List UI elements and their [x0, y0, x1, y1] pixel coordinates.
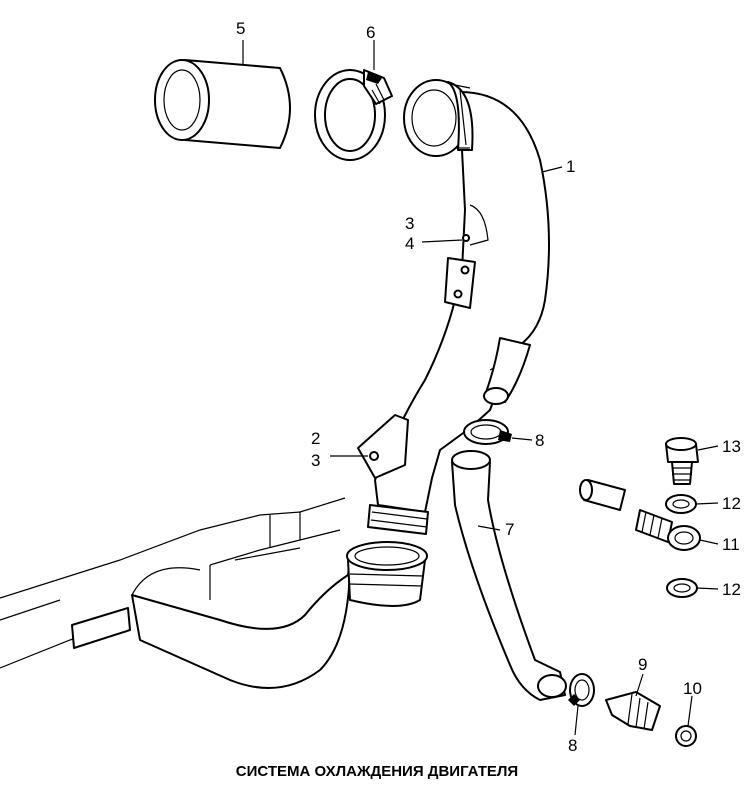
part-8-clamp-lower: [568, 673, 595, 707]
part-8-clamp-upper: [463, 419, 512, 445]
part-5-hose-sleeve: [154, 59, 291, 149]
callout-3-lower: 3: [311, 451, 320, 470]
part-9-fitting: [605, 691, 661, 731]
engine-block-outline: [0, 497, 346, 669]
callout-1: 1: [566, 157, 575, 176]
part-7-small-hose: [451, 450, 567, 701]
callout-3-upper: 3: [405, 214, 414, 233]
callout-4: 4: [405, 234, 414, 253]
part-6-hose-clamp: [314, 69, 393, 161]
diagram-caption: СИСТЕМА ОХЛАЖДЕНИЯ ДВИГАТЕЛЯ: [235, 763, 519, 780]
callout-6: 6: [366, 23, 375, 42]
part-11-banjo-fitting: [579, 479, 701, 551]
part-13-bolt: [665, 437, 699, 485]
callout-10: 10: [683, 679, 702, 698]
part-12-washer-lower: [666, 578, 698, 598]
large-lower-hose: [131, 541, 428, 689]
part-1-coolant-pipe: [357, 79, 550, 535]
leader-lines: [242, 40, 719, 736]
callout-9: 9: [638, 655, 647, 674]
callout-8-upper: 8: [535, 431, 544, 450]
callout-7: 7: [505, 520, 514, 539]
part-10-washer: [675, 725, 697, 747]
callout-13: 13: [722, 437, 741, 456]
callout-8-lower: 8: [568, 736, 577, 755]
part-12-washer-upper: [665, 494, 697, 514]
callout-5: 5: [236, 19, 245, 38]
callout-2: 2: [311, 429, 320, 448]
callout-12-lower: 12: [722, 580, 741, 599]
callout-11: 11: [722, 535, 740, 554]
callout-12-upper: 12: [722, 494, 741, 513]
